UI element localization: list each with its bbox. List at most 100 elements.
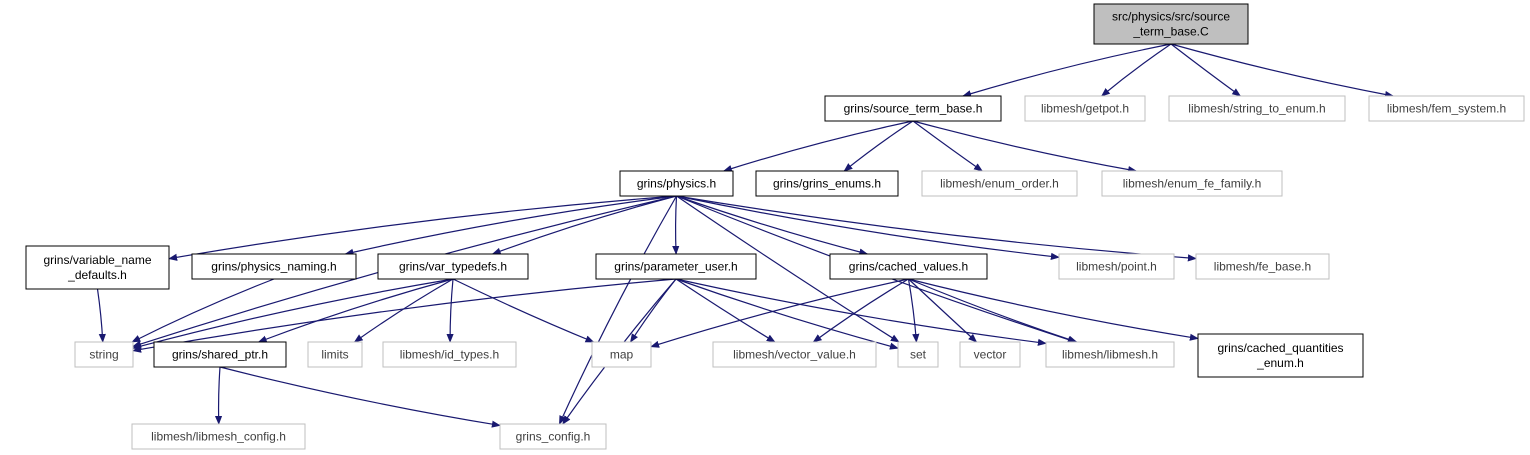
node-label: grins/cached_values.h — [849, 260, 968, 274]
node-box — [1024, 95, 1146, 122]
edge-sptr-to-lmconfig — [214, 366, 223, 425]
node-label: src/physics/src/source — [1112, 10, 1230, 24]
node-box — [829, 253, 988, 280]
node-label: _defaults.h — [67, 268, 127, 282]
node-box — [897, 341, 939, 368]
node-label: string — [89, 348, 118, 362]
node-box — [1045, 341, 1175, 368]
edge-vtd-to-map — [452, 278, 595, 343]
edge-physics-to-point — [676, 195, 1060, 260]
edge-physics-to-vnd — [168, 195, 677, 261]
node-box — [591, 341, 652, 368]
node-box — [382, 341, 517, 368]
node-box — [595, 253, 757, 280]
node-limits: limits — [307, 341, 363, 368]
nodes: src/physics/src/source_term_base.C grins/… — [25, 3, 1525, 450]
node-genums[interactable]: grins/grins_enums.h — [755, 170, 899, 197]
edge-root-to-ste — [1170, 43, 1242, 97]
node-box — [1168, 95, 1346, 122]
node-label: libmesh/libmesh.h — [1062, 348, 1158, 362]
edge-root-to-getpot — [1100, 43, 1172, 97]
node-libmesh: libmesh/libmesh.h — [1045, 341, 1175, 368]
node-cqe[interactable]: grins/cached_quantities_enum.h — [1197, 333, 1364, 378]
node-vtd[interactable]: grins/var_typedefs.h — [377, 253, 529, 280]
node-label: grins/physics_naming.h — [211, 260, 336, 274]
edge-vnd-to-string — [96, 288, 106, 343]
node-label: vector — [974, 348, 1007, 362]
edge-cvals-to-set — [907, 278, 920, 343]
node-efef: libmesh/enum_fe_family.h — [1101, 170, 1283, 197]
node-label: grins/parameter_user.h — [614, 260, 737, 274]
node-pnaming[interactable]: grins/physics_naming.h — [191, 253, 357, 280]
node-label: libmesh/libmesh_config.h — [151, 430, 286, 444]
edge-physics-to-vtd — [491, 195, 677, 255]
edge-physics-to-gconfig — [558, 195, 678, 425]
node-label: libmesh/fem_system.h — [1387, 102, 1506, 116]
node-cvals[interactable]: grins/cached_values.h — [829, 253, 988, 280]
node-box — [959, 341, 1021, 368]
node-vecval: libmesh/vector_value.h — [712, 341, 877, 368]
node-label: libmesh/fe_base.h — [1214, 260, 1311, 274]
node-box — [153, 341, 287, 368]
node-root[interactable]: src/physics/src/source_term_base.C — [1093, 3, 1249, 45]
edge-physics-to-pnaming — [344, 195, 677, 256]
node-box — [712, 341, 877, 368]
edge-physics-to-cvals — [676, 195, 869, 256]
node-label: libmesh/string_to_enum.h — [1188, 102, 1325, 116]
node-ste: libmesh/string_to_enum.h — [1168, 95, 1346, 122]
node-label: grins/cached_quantities — [1217, 341, 1343, 355]
node-label: libmesh/getpot.h — [1041, 102, 1129, 116]
edge-physics-to-set — [676, 195, 900, 343]
edge-stb-to-genums — [843, 120, 914, 172]
node-box — [921, 170, 1078, 197]
node-physics[interactable]: grins/physics.h — [619, 170, 734, 197]
edge-physics-to-febase — [676, 195, 1197, 262]
edge-puser-to-vecval — [675, 278, 776, 343]
node-box — [25, 245, 170, 290]
edge-cvals-to-vecval — [812, 278, 909, 343]
edge-vtd-to-idtypes — [446, 278, 454, 343]
node-stb[interactable]: grins/source_term_base.h — [824, 95, 1002, 122]
node-box — [619, 170, 734, 197]
node-label: libmesh/point.h — [1076, 260, 1157, 274]
edge-vtd-to-limits — [353, 278, 454, 343]
edge-vtd-to-string — [132, 278, 454, 350]
node-label: libmesh/vector_value.h — [733, 348, 856, 362]
node-puser[interactable]: grins/parameter_user.h — [595, 253, 757, 280]
edge-sptr-to-gconfig — [219, 366, 501, 428]
node-label: grins/shared_ptr.h — [172, 348, 268, 362]
node-box — [1195, 253, 1330, 280]
node-gconfig: grins_config.h — [499, 423, 607, 450]
node-box — [824, 95, 1002, 122]
edge-puser-to-set — [675, 278, 899, 350]
node-map: map — [591, 341, 652, 368]
node-label: set — [910, 348, 927, 362]
edge-puser-to-libmesh — [675, 278, 1047, 346]
node-box — [1093, 3, 1249, 45]
node-getpot: libmesh/getpot.h — [1024, 95, 1146, 122]
node-eorder: libmesh/enum_order.h — [921, 170, 1078, 197]
node-point: libmesh/point.h — [1058, 253, 1175, 280]
node-label: libmesh/enum_fe_family.h — [1123, 177, 1262, 191]
node-label: grins/variable_name — [43, 253, 151, 267]
node-lmconfig: libmesh/libmesh_config.h — [131, 423, 306, 450]
node-vnd[interactable]: grins/variable_name_defaults.h — [25, 245, 170, 290]
edge-vtd-to-sptr — [257, 278, 454, 343]
node-label: libmesh/id_types.h — [400, 348, 499, 362]
node-box — [307, 341, 363, 368]
edge-cvals-to-map — [650, 278, 909, 348]
node-label: grins/physics.h — [637, 177, 716, 191]
edge-stb-to-physics — [722, 120, 914, 172]
edge-cvals-to-cqe — [908, 278, 1199, 341]
edge-cvals-to-vector — [908, 278, 978, 343]
node-label: libmesh/enum_order.h — [940, 177, 1059, 191]
node-box — [1368, 95, 1525, 122]
node-label: map — [610, 348, 634, 362]
node-sptr[interactable]: grins/shared_ptr.h — [153, 341, 287, 368]
node-label: _enum.h — [1256, 356, 1304, 370]
node-box — [755, 170, 899, 197]
edge-root-to-stb — [962, 43, 1172, 98]
node-box — [74, 341, 134, 368]
node-label: grins_config.h — [516, 430, 591, 444]
